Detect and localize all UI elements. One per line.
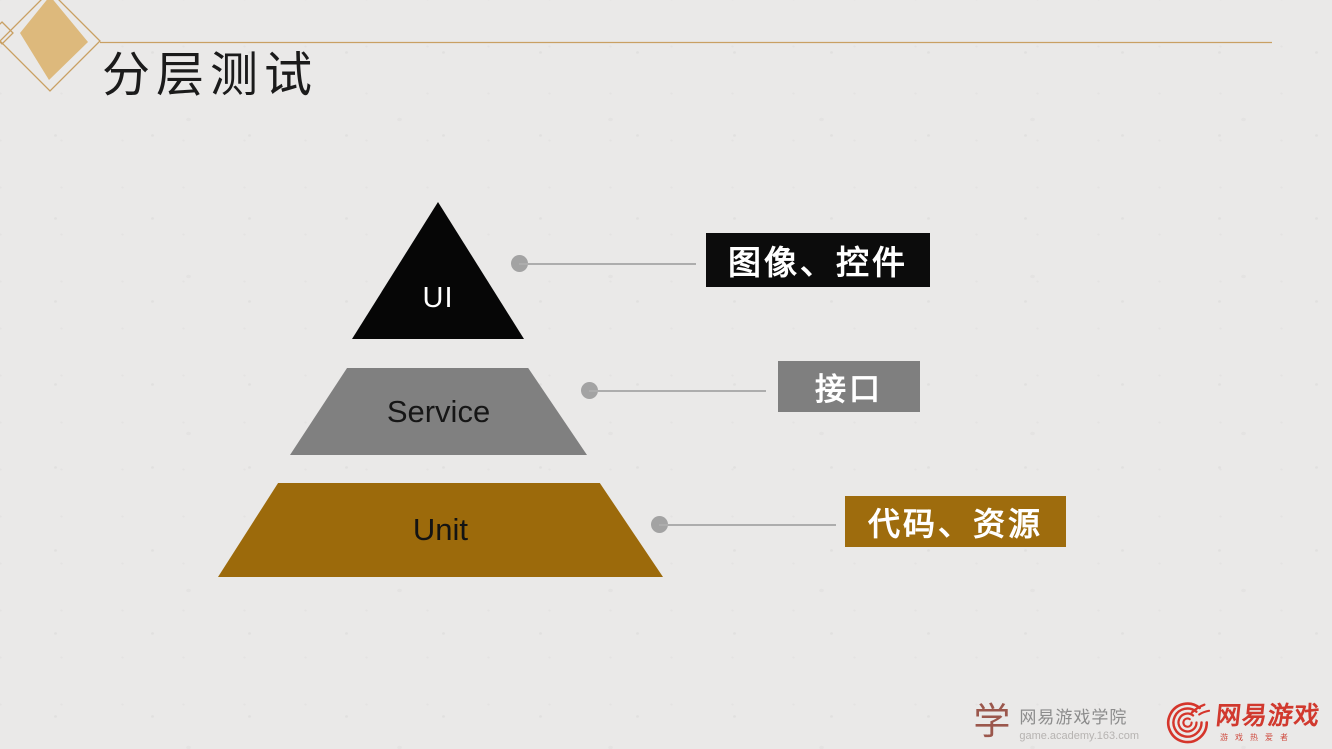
edge-diamond-outline-icon (0, 21, 14, 45)
footer-logos: 学 网易游戏学院 game.academy.163.com 网易游戏 游戏热爱 (973, 700, 1322, 745)
netease-logo-text: 网易游戏 游戏热爱者 (1214, 701, 1322, 743)
pyramid-layer-service: Service (290, 368, 587, 455)
page-title: 分层测试 (102, 49, 319, 102)
netease-swirl-icon (1166, 702, 1210, 744)
pyramid-layer-service-label: Service (386, 393, 491, 429)
callout-box-service-label: 接口 (815, 372, 883, 407)
academy-seal-icon: 学 (973, 701, 1011, 743)
pyramid-layer-unit: Unit (218, 483, 663, 577)
callout-box-unit-label: 代码、资源 (867, 505, 1043, 542)
callout-box-unit: 代码、资源 (845, 496, 1066, 547)
header-decoration (0, 0, 1272, 92)
academy-logo-text: 网易游戏学院 game.academy.163.com (1019, 703, 1139, 742)
connector-line-ui (519, 263, 696, 265)
diamond-filled-icon (20, 0, 88, 80)
netease-name: 网易游戏 (1214, 701, 1322, 730)
academy-name: 网易游戏学院 (1019, 708, 1128, 727)
academy-logo: 学 网易游戏学院 game.academy.163.com (973, 701, 1139, 743)
pyramid-layer-ui-label: UI (422, 282, 454, 314)
diamond-outline-icon (0, 0, 101, 92)
netease-logo: 网易游戏 游戏热爱者 (1165, 700, 1322, 745)
pyramid-layer-unit-label: Unit (412, 512, 469, 547)
netease-tagline: 游戏热爱者 (1219, 732, 1295, 742)
pyramid-layer-ui: UI (352, 202, 524, 339)
callout-box-service: 接口 (778, 361, 920, 412)
connector-line-service (589, 390, 766, 392)
callout-box-ui: 图像、控件 (706, 233, 930, 287)
callout-box-ui-label: 图像、控件 (728, 244, 908, 281)
academy-url: game.academy.163.com (1019, 730, 1139, 742)
connector-line-unit (659, 524, 836, 526)
